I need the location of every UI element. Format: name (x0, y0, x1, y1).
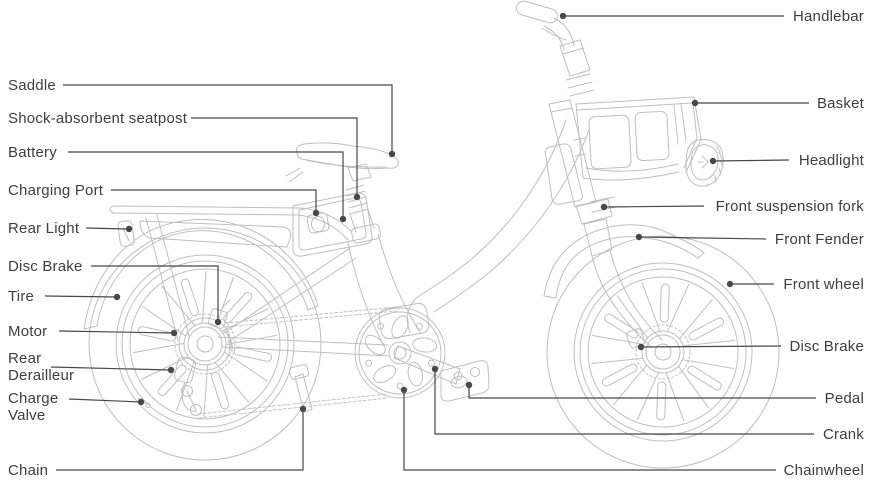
leader-charging-port (111, 189, 317, 213)
label-front-fender: Front Fender (774, 231, 864, 248)
label-charge-valve: Charge Valve (8, 390, 59, 424)
label-basket: Basket (816, 95, 864, 112)
leader-crank (434, 369, 814, 435)
leader-pedal (468, 385, 816, 399)
leader-tire (44, 295, 118, 298)
front-disc-rotor (635, 324, 691, 380)
rear-fender (83, 218, 319, 330)
leader-chain (56, 409, 304, 471)
label-crank: Crank (822, 426, 864, 443)
leader-headlight (712, 159, 790, 162)
headlight (685, 139, 724, 187)
stem (559, 39, 595, 97)
rear-light (117, 220, 135, 247)
label-saddle: Saddle (8, 77, 56, 94)
battery (292, 192, 373, 257)
leader-rear-derailleur (50, 366, 172, 371)
label-tire: Tire (8, 288, 35, 305)
basket (573, 96, 702, 181)
motor-hub (174, 313, 236, 375)
leader-charge-valve (68, 398, 142, 403)
leader-saddle (63, 84, 393, 154)
leader-chainwheel (403, 390, 776, 471)
label-headlight: Headlight (798, 152, 864, 169)
leader-motor (58, 330, 175, 334)
leader-disc-brake-left (91, 265, 219, 322)
leader-front-fender (638, 236, 767, 240)
rear-derailleur (174, 356, 202, 416)
leader-lines (44, 15, 816, 471)
handlebar (516, 0, 575, 51)
leader-shock-absorbent-seatpost (191, 117, 358, 197)
label-chainwheel: Chainwheel (783, 462, 864, 479)
leader-dots (113, 12, 734, 413)
leader-disc-brake-right (640, 345, 782, 348)
leader-front-suspension-fork (603, 205, 705, 208)
rear-wheel (89, 228, 321, 460)
label-rear-light: Rear Light (8, 220, 80, 237)
front-suspension-fork (575, 196, 663, 347)
saddle (285, 142, 399, 183)
chain (197, 306, 398, 419)
label-front-suspension-fork: Front suspension fork (715, 198, 864, 215)
shock-absorbent-seatpost (345, 163, 382, 244)
label-disc-brake-left: Disc Brake (8, 258, 83, 275)
label-chain: Chain (8, 462, 49, 479)
label-handlebar: Handlebar (792, 8, 864, 25)
rear-disc-caliper (207, 299, 231, 329)
bike-illustration (83, 0, 812, 489)
pedal (440, 360, 490, 402)
label-front-wheel: Front wheel (783, 276, 864, 293)
kickstand (288, 364, 313, 413)
label-disc-brake-right: Disc Brake (789, 338, 864, 355)
label-pedal: Pedal (824, 390, 864, 407)
leader-rear-light (85, 227, 130, 230)
label-rear-derailleur: Rear Derailleur (8, 350, 75, 384)
chainwheel (354, 307, 446, 399)
rear-rack (109, 205, 353, 341)
label-shock-absorbent-seatpost: Shock-absorbent seatpost (8, 110, 188, 127)
label-battery: Battery (8, 144, 57, 161)
front-fender (543, 224, 705, 299)
label-charging-port: Charging Port (8, 182, 104, 199)
frame (217, 99, 597, 357)
leader-battery (68, 151, 344, 219)
label-motor: Motor (8, 323, 48, 340)
